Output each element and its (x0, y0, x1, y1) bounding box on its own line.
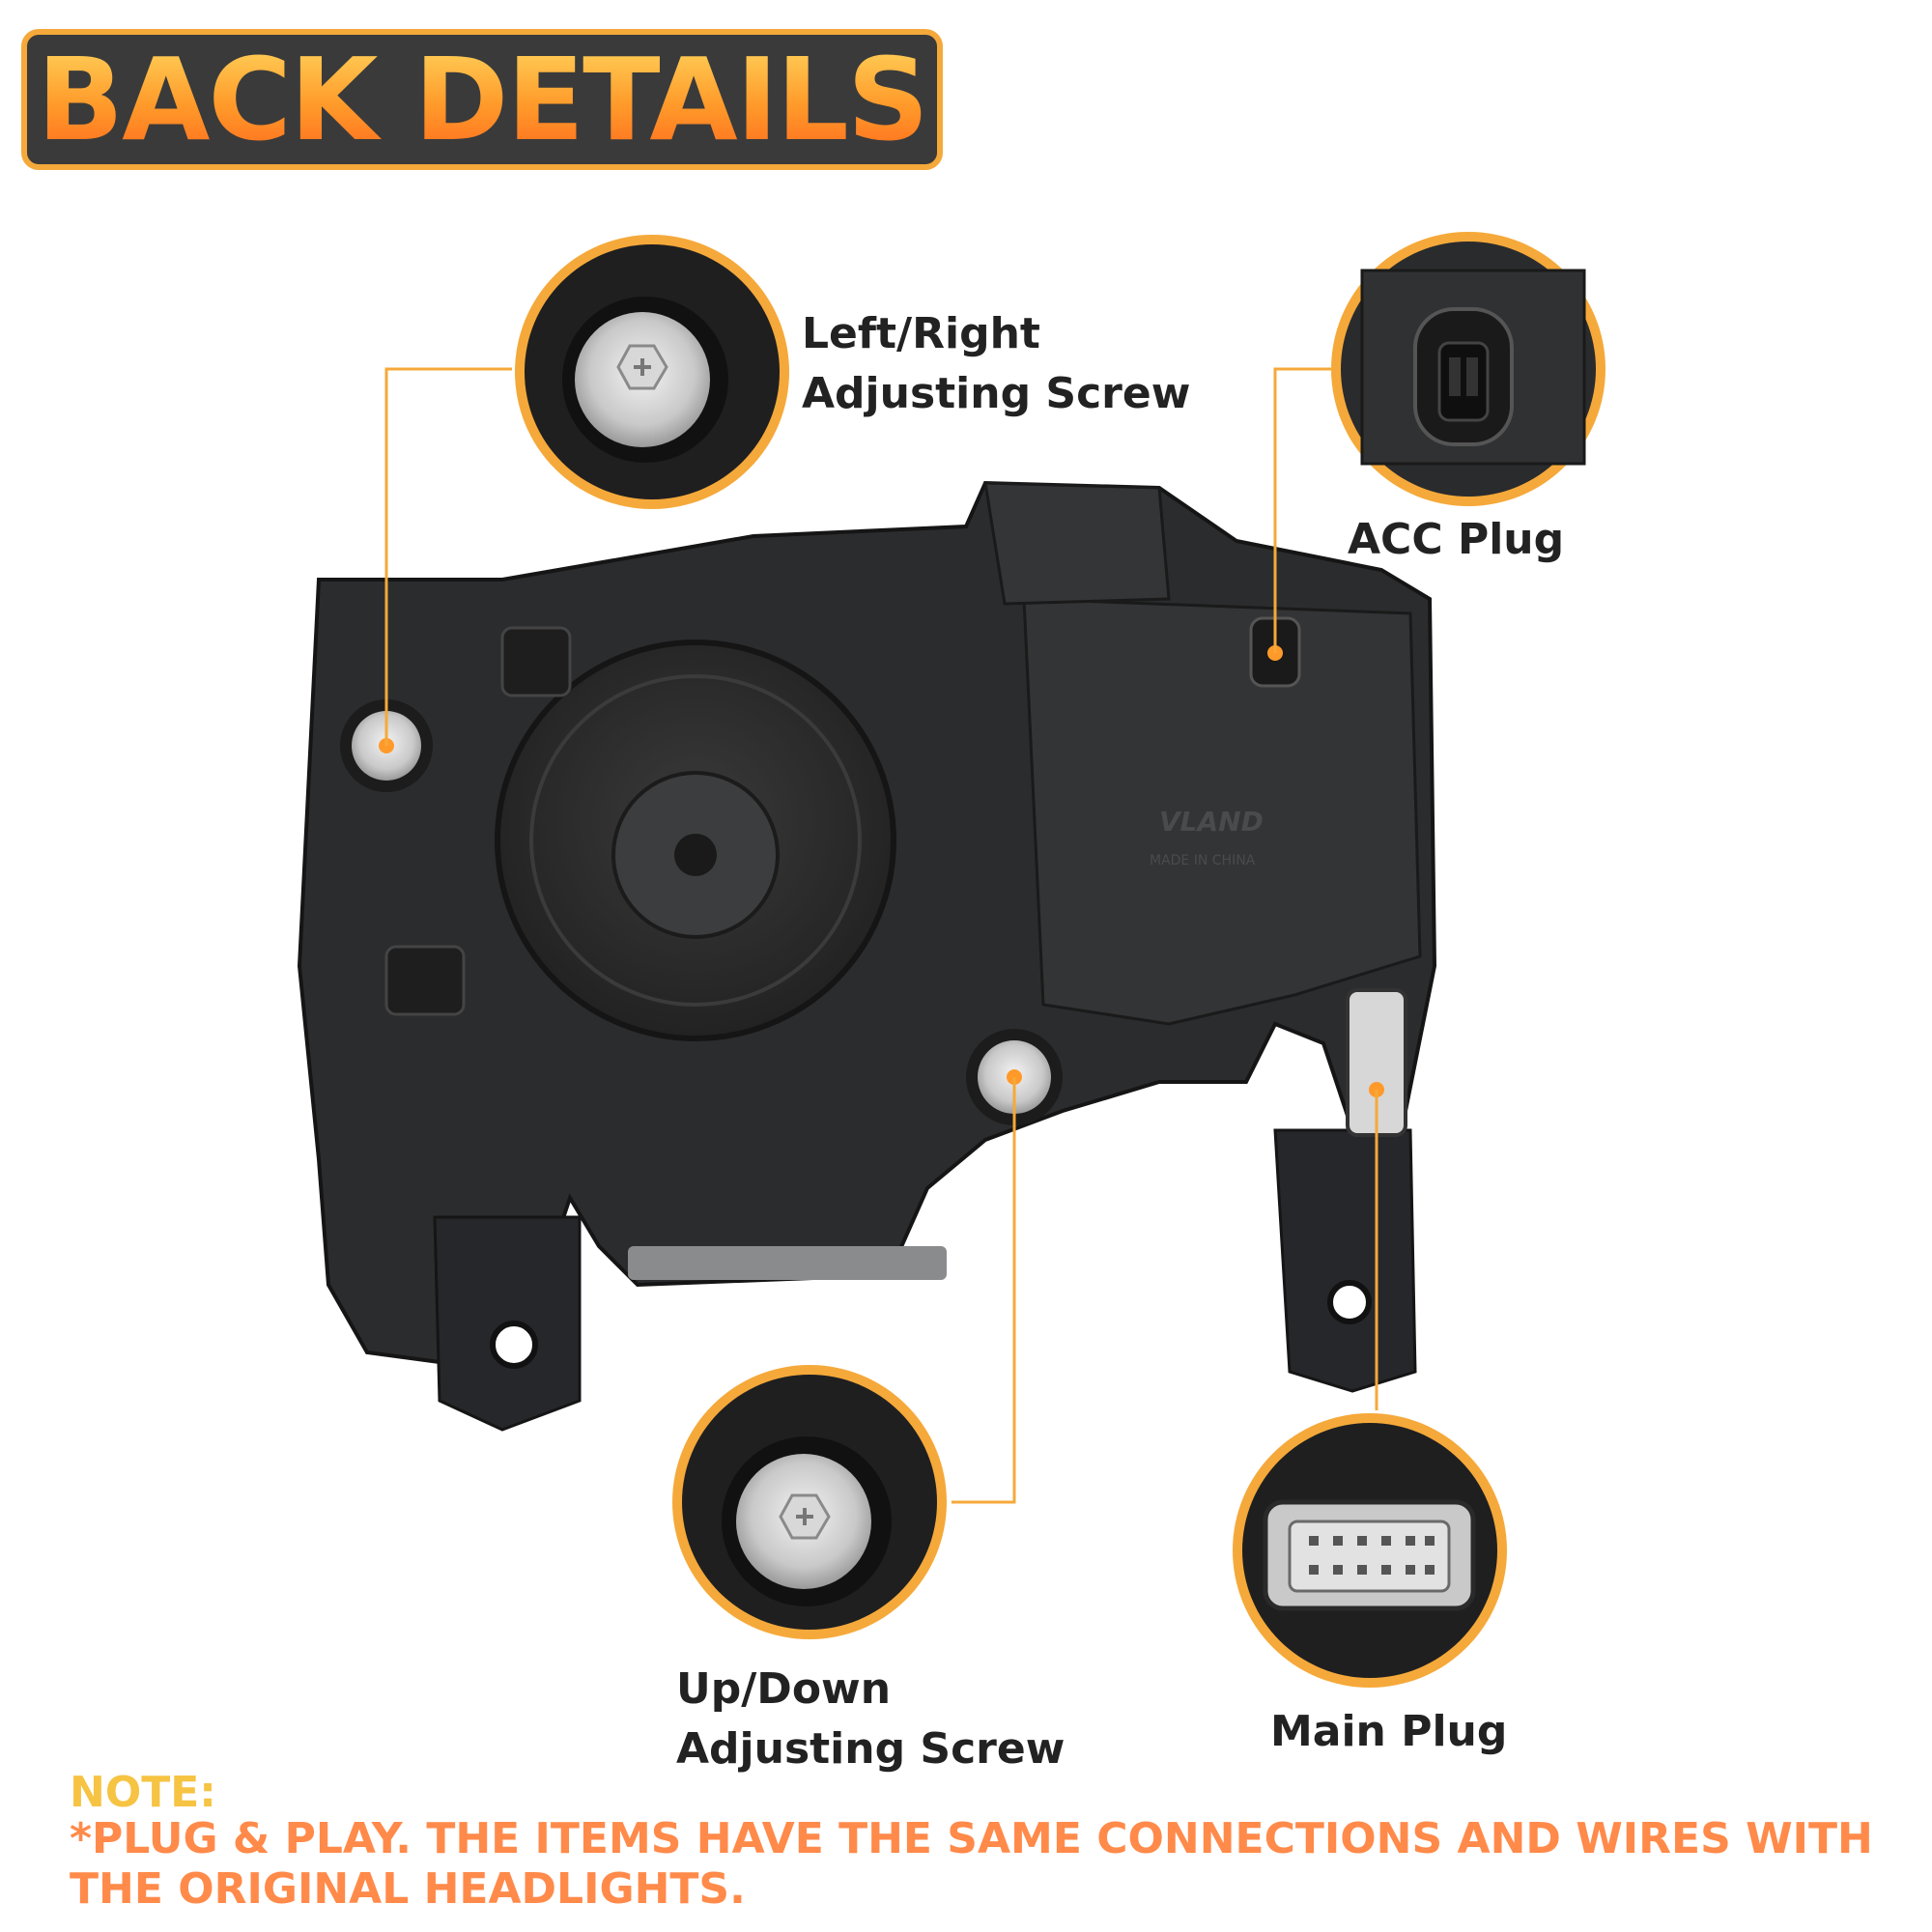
lr-screw-label-line1: Left/Right (802, 309, 1040, 358)
page-title: BACK DETAILS (37, 33, 929, 166)
ud-screw-label: Up/Down Adjusting Screw (676, 1660, 1065, 1779)
leader-lines (384, 367, 1378, 1504)
ud-screw-detail-circle (672, 1365, 947, 1639)
note-title: NOTE: (70, 1768, 216, 1817)
acc-plug-label-text: ACC Plug (1348, 515, 1565, 564)
headlight-housing: VLAND MADE IN CHINA (297, 480, 1437, 1432)
acc-connector-icon (1413, 307, 1514, 446)
screw-head-icon (616, 344, 668, 390)
header-banner: BACK DETAILS (21, 29, 943, 170)
lr-screw-label-line2: Adjusting Screw (802, 369, 1191, 418)
main-plug-detail-circle (1233, 1413, 1507, 1688)
main-connector-icon (1263, 1499, 1476, 1611)
acc-plug-label: ACC Plug (1348, 510, 1564, 570)
main-plug-label-text: Main Plug (1270, 1707, 1508, 1756)
main-plug-label: Main Plug (1270, 1702, 1507, 1762)
lr-screw-label: Left/Right Adjusting Screw (802, 304, 1190, 424)
brand-mark: VLAND (1159, 806, 1264, 838)
mold-text: MADE IN CHINA (1150, 853, 1256, 868)
note-text: *PLUG & PLAY. THE ITEMS HAVE THE SAME CO… (70, 1814, 1873, 1914)
acc-plug-detail-circle (1331, 232, 1605, 506)
ud-screw-label-line2: Adjusting Screw (676, 1724, 1065, 1774)
lr-screw-detail-circle (515, 235, 789, 509)
ud-screw-label-line1: Up/Down (676, 1664, 892, 1714)
screw-head-icon (779, 1493, 831, 1540)
